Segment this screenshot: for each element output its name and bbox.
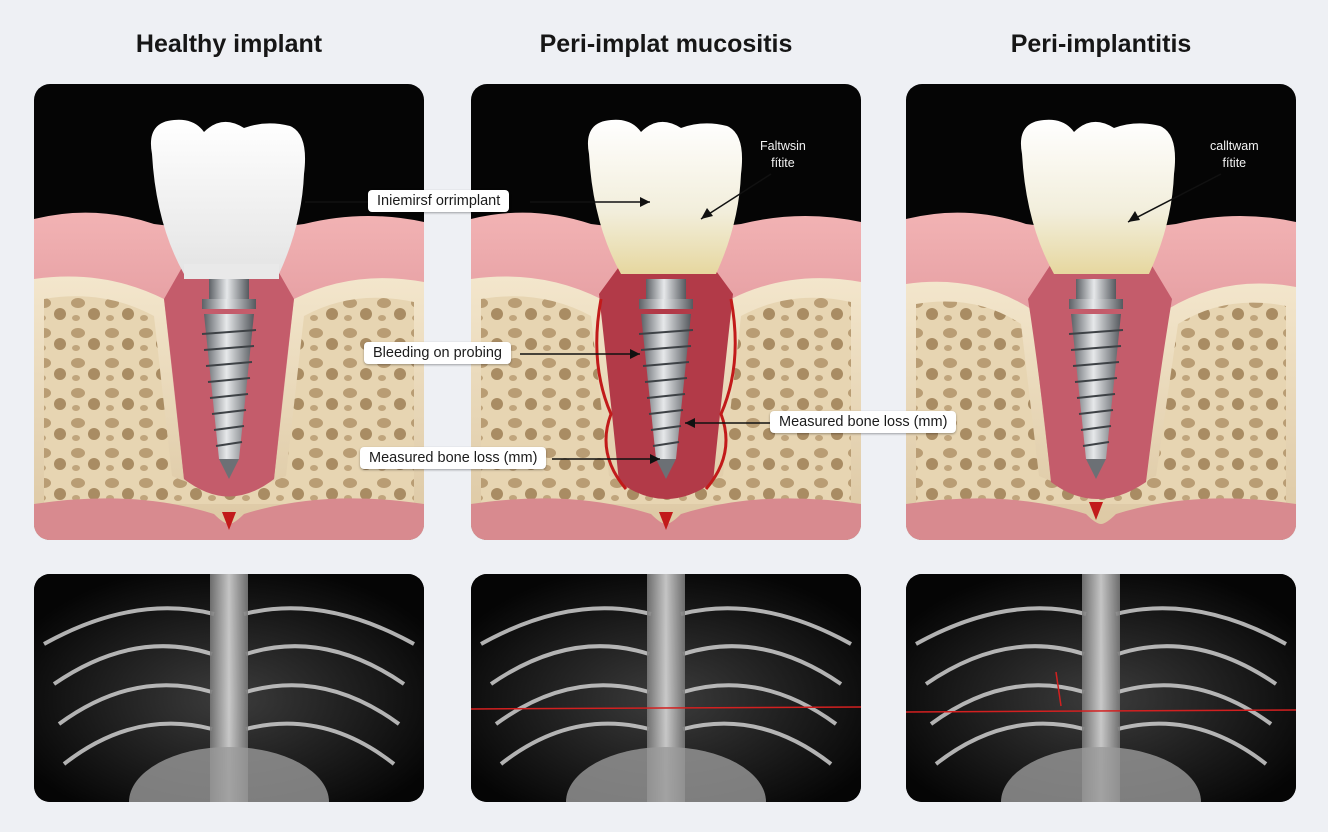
mucositis-implant-illustration bbox=[471, 119, 861, 540]
measurement-line bbox=[906, 709, 1296, 713]
peri-implantitis-illustration bbox=[906, 119, 1296, 540]
crown-peri-implantitis-line1: calltwam bbox=[1210, 139, 1259, 153]
measurement-arrow bbox=[1055, 671, 1062, 707]
panel-healthy-illustration bbox=[34, 84, 424, 540]
label-crown-mucositis: Faltwsin fítite bbox=[760, 138, 806, 172]
title-peri-implant-mucositis: Peri-implat mucositis bbox=[539, 30, 793, 58]
healthy-implant-illustration bbox=[34, 119, 424, 540]
measurement-line bbox=[471, 706, 861, 710]
label-measured-bone-loss-right: Measured bone loss (mm) bbox=[770, 411, 957, 433]
panel-peri-implantitis-illustration bbox=[906, 84, 1296, 540]
xray-healthy bbox=[34, 574, 424, 802]
panel-mucositis-illustration bbox=[471, 84, 861, 540]
crown-peri-implantitis-line2: fítite bbox=[1222, 156, 1247, 170]
xray-peri-implantitis bbox=[906, 574, 1296, 802]
chest-xray-image bbox=[471, 574, 861, 802]
crown-mucositis-line1: Faltwsin bbox=[760, 139, 806, 153]
title-peri-implantitis: Peri-implantitis bbox=[1010, 30, 1192, 58]
crown-mucositis-line2: fítite bbox=[771, 156, 795, 170]
title-healthy-implant: Healthy implant bbox=[135, 30, 323, 58]
xray-mucositis bbox=[471, 574, 861, 802]
label-measured-bone-loss-left: Measured bone loss (mm) bbox=[360, 447, 547, 469]
chest-xray-image bbox=[906, 574, 1296, 802]
label-crown-peri-implantitis: calltwam fítite bbox=[1210, 138, 1259, 172]
label-bleeding-on-probing: Bleeding on probing bbox=[364, 342, 511, 364]
chest-xray-image bbox=[34, 574, 424, 802]
label-implant: Iniemirsf orrimplant bbox=[368, 190, 510, 212]
